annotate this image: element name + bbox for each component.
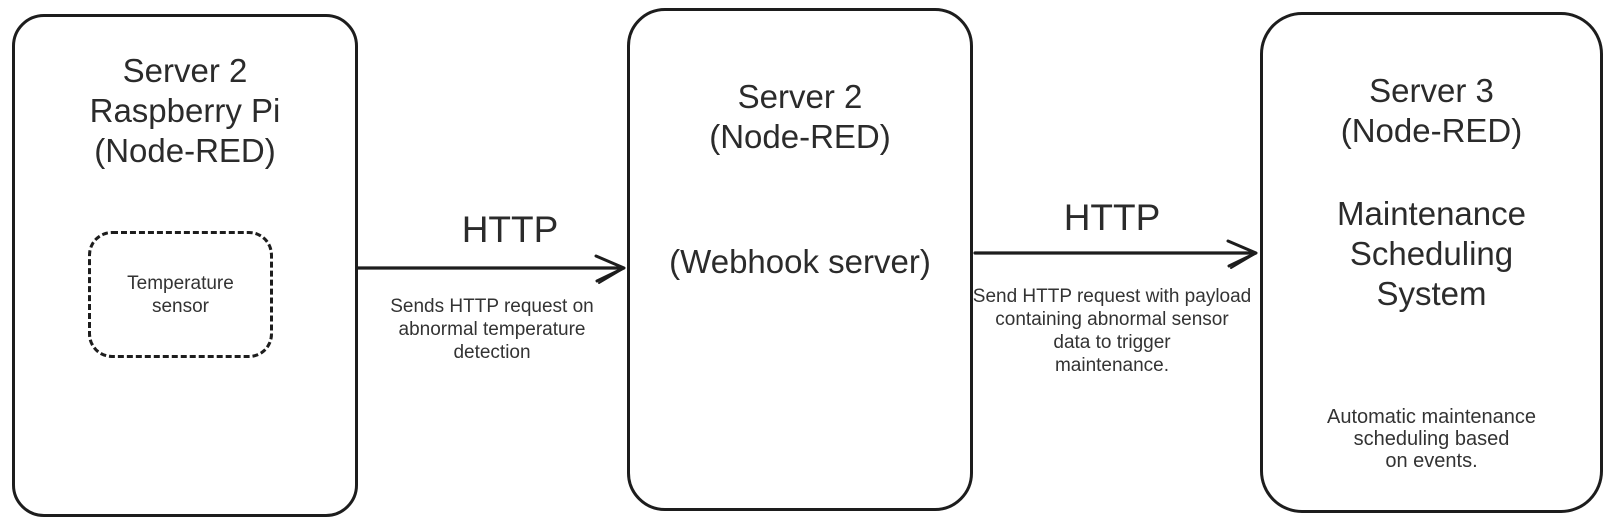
temperature-sensor-label: Temperature sensor xyxy=(127,272,234,317)
edge-description-webhook-to-maintenance: Send HTTP request with payload containin… xyxy=(972,286,1252,376)
node-server2-webhook-title: Server 2 (Node-RED) xyxy=(709,78,891,155)
arrow-pi-to-webhook xyxy=(356,254,626,284)
maintenance-scheduling-system-subtitle: Maintenance Scheduling System xyxy=(1337,195,1526,312)
node-server2-raspberry-pi: Server 2 Raspberry Pi (Node-RED) Tempera… xyxy=(12,14,358,517)
webhook-server-subtitle: (Webhook server) xyxy=(669,243,931,280)
node-server3-maintenance: Server 3 (Node-RED) Maintenance Scheduli… xyxy=(1260,12,1603,513)
maintenance-note: Automatic maintenance scheduling based o… xyxy=(1326,406,1536,472)
http-label-pi-to-webhook: HTTP xyxy=(461,209,559,250)
http-label-webhook-to-maintenance: HTTP xyxy=(1063,197,1161,238)
edge-description-pi-to-webhook: Sends HTTP request on abnormal temperatu… xyxy=(390,296,594,363)
node-server2-raspberry-pi-title: Server 2 Raspberry Pi (Node-RED) xyxy=(89,52,281,169)
node-server2-webhook: Server 2 (Node-RED) (Webhook server) xyxy=(627,8,973,511)
arrow-webhook-to-maintenance xyxy=(973,239,1258,269)
temperature-sensor-box: Temperature sensor xyxy=(88,231,273,358)
node-server3-maintenance-title: Server 3 (Node-RED) xyxy=(1340,72,1523,149)
